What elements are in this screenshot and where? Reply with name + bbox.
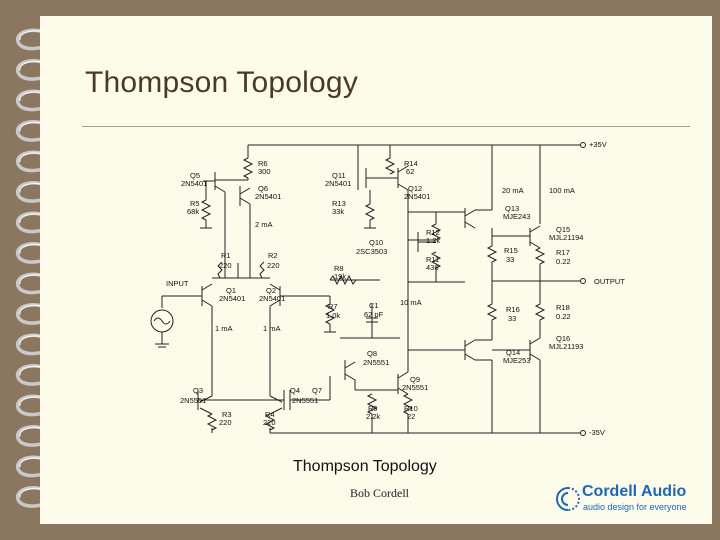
label-q3: Q3 [193,386,204,395]
label-q1: Q1 [226,286,237,295]
label-r15: R15 [504,246,518,255]
label-r12: R12 [426,228,440,237]
label-r9-val: 2.2k [366,412,381,421]
label-r1-val: 220 [219,261,232,270]
label-r16-val: 33 [508,314,517,323]
label-c1: C1 [369,301,379,310]
label-r10: R10 [404,404,418,413]
label-i-1ma-a: 1 mA [215,324,233,333]
label-q10: Q10 [369,238,384,247]
label-r11: R11 [426,255,440,264]
label-q9: Q9 [410,375,421,384]
label-i-1ma-b: 1 mA [263,324,281,333]
label-r18-val: 0.22 [556,312,571,321]
label-q2-part: 2N5401 [259,294,286,303]
label-q4: Q4 [290,386,301,395]
logo-mark-icon [556,487,580,511]
label-q2: Q2 [266,286,277,295]
label-r15-val: 33 [506,255,515,264]
label-r11-val: 436 [426,263,439,272]
label-q3-part: 2N5551 [180,396,207,405]
label-r4-val: 220 [263,418,276,427]
label-q7: Q7 [312,386,323,395]
label-r18: R18 [556,303,570,312]
label-q13: Q13 [505,204,520,213]
label-q11-part: 2N5401 [325,179,352,188]
label-q11: Q11 [332,171,346,180]
label-r5-val: 68k [187,207,200,216]
label-r7: R7 [328,302,338,311]
label-q5-part: 2N5401 [181,179,208,188]
label-q14: Q14 [506,348,521,357]
label-r5: R5 [190,199,200,208]
label-q8: Q8 [367,349,378,358]
label-q12-part: 2N5401 [404,192,431,201]
label-q10-part: 2SC3503 [356,247,388,256]
slide-title: Thompson Topology [85,66,359,99]
label-r14-val: 62 [406,167,415,176]
label-r4: R4 [265,410,275,419]
label-q13-part: MJE243 [503,212,531,221]
label-r8-val: 19k [334,272,347,281]
cordell-audio-logo: Cordell Audio audio design for everyone [556,483,696,514]
label-q6: Q6 [258,184,269,193]
label-i-10ma: 10 mA [400,298,422,307]
label-i-100ma: 100 mA [549,186,575,195]
label-r3-val: 220 [219,418,232,427]
label-rail-pos: +35V [589,140,607,149]
label-i-20ma: 20 mA [502,186,524,195]
label-q16: Q16 [556,334,571,343]
label-q9-part: 2N5551 [402,383,429,392]
label-q6-part: 2N5401 [255,192,282,201]
circuit-schematic [150,142,586,436]
label-r2-val: 220 [267,261,280,270]
label-r9: R9 [368,404,378,413]
label-q15: Q15 [556,225,571,234]
label-c1-val: 62 pF [364,310,384,319]
label-q7-part: 2N5551 [292,396,319,405]
label-q14-part: MJE253 [503,356,531,365]
label-q15-part: MJL21194 [549,233,584,242]
label-r6-val: 300 [258,167,271,176]
logo-name: Cordell Audio [582,483,687,500]
label-q1-part: 2N5401 [219,294,246,303]
label-r10-val: 22 [407,412,416,421]
label-r6: R6 [258,159,268,168]
logo-tagline: audio design for everyone [583,502,687,512]
label-r3: R3 [222,410,232,419]
author-name: Bob Cordell [350,486,409,500]
label-r14: R14 [404,159,418,168]
label-r17: R17 [556,248,570,257]
label-q5: Q5 [190,171,201,180]
label-q16-part: MJL21193 [549,342,584,351]
label-r1: R1 [221,251,231,260]
figure-caption: Thompson Topology [293,458,437,475]
label-rail-neg: -35V [589,428,605,437]
label-q12: Q12 [408,184,423,193]
label-r13-val: 33k [332,207,345,216]
label-input: INPUT [166,279,189,288]
label-i-2ma: 2 mA [255,220,273,229]
label-output: OUTPUT [594,277,625,286]
label-r12-val: 1.2k [426,236,441,245]
label-r16: R16 [506,305,520,314]
label-q8-part: 2N5551 [363,358,390,367]
label-r7-val: 1.0k [326,311,341,320]
slide-page [40,16,712,524]
label-r17-val: 0.22 [556,257,571,266]
label-r2: R2 [268,251,278,260]
label-r13: R13 [332,199,346,208]
label-r8: R8 [334,264,344,273]
title-divider [82,126,690,127]
